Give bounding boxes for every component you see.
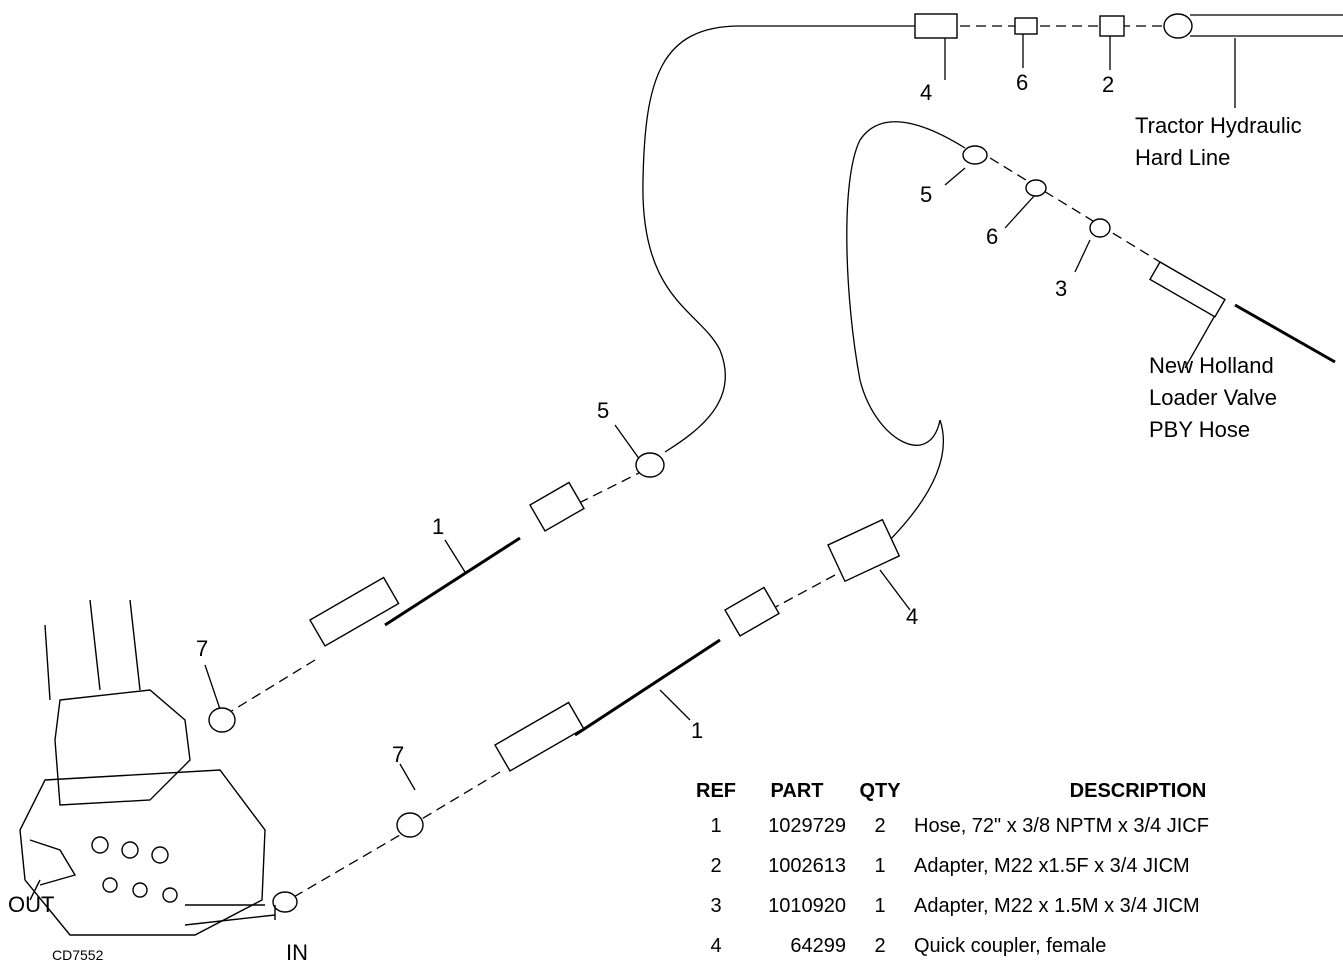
row-part: 1010920 [768,894,846,917]
left-fitting-5 [635,452,665,478]
table-row: 2 1002613 1 Adapter, M22 x1.5F x 3/4 JIC… [690,846,1334,886]
callout-top-2: 2 [1102,72,1115,97]
lower-hose-sleeve [724,586,780,637]
right-routing-line [846,121,966,546]
lower-hose-1 [574,638,721,737]
callout-mid-6: 6 [986,224,999,249]
callout-valve-7-bottom: 7 [392,742,405,767]
label-out-port: OUT [8,892,55,917]
left-hose-sleeve [529,481,585,532]
callout-lower-4: 4 [906,604,919,629]
label-in-port: IN [286,940,308,965]
lower-quick-coupler [827,518,901,583]
drawing-code: CD7552 [52,947,104,963]
row-description: Hose, 72" x 3/8 NPTM x 3/4 JICF [914,814,1209,837]
row-description: Quick coupler, female [914,934,1107,957]
control-valve-block [19,599,276,936]
mid-fitting-5 [962,145,988,165]
mid-adapter-6 [1025,179,1047,197]
callout-mid-3: 3 [1055,276,1068,301]
lower-dashed-line [769,574,836,611]
header-ref: REF [696,779,736,802]
callout-valve-7-top: 7 [196,636,209,661]
left-dashed-lower [229,659,316,713]
label-tractor-line-2: Hard Line [1135,145,1231,170]
row-part: 1002613 [768,854,846,877]
row-ref: 2 [710,854,722,877]
callout-top-4: 4 [920,80,933,105]
callout-left-1: 1 [432,514,445,539]
label-tractor-line-1: Tractor Hydraulic [1135,113,1302,138]
row-description: Adapter, M22 x1.5F x 3/4 JICM [914,854,1190,877]
upper-routing-line [642,25,915,453]
row-ref: 3 [710,894,722,917]
row-description: Adapter, M22 x 1.5M x 3/4 JICM [914,894,1200,917]
lower-dashed-lower [279,771,501,906]
header-qty: QTY [859,779,901,802]
tractor-line-fitting [1163,13,1193,39]
in-port-fitting [272,891,298,913]
parts-table: REF PART QTY DESCRIPTION 1 1029729 2 Hos… [690,776,1334,966]
row-qty: 1 [874,854,886,877]
loader-leader [1184,309,1219,369]
table-row: 4 64299 2 Quick coupler, female [690,926,1334,966]
left-hose-1 [384,536,521,627]
top-adapter-2 [1099,15,1125,37]
label-loader-hose-1: New Holland [1149,353,1274,378]
callout-lower-1: 1 [691,718,704,743]
callout-mid-5: 5 [920,182,933,207]
mid-adapter-3 [1089,218,1111,238]
parts-table-header: REF PART QTY DESCRIPTION [690,776,1334,806]
row-ref: 1 [710,814,722,837]
callout-top-6: 6 [1016,70,1029,95]
header-description: DESCRIPTION [1069,779,1207,802]
label-loader-hose-2: Loader Valve [1149,385,1278,410]
left-valve-fitting-7 [208,707,236,733]
label-loader-hose-3: PBY Hose [1149,417,1251,442]
callout-left-5: 5 [597,398,610,423]
top-quick-coupler [914,13,958,39]
row-qty: 2 [874,814,886,837]
row-qty: 2 [874,934,886,957]
row-part: 1029729 [768,814,846,837]
left-hose-end [309,576,400,647]
row-part: 64299 [790,934,846,957]
top-adapter-6 [1014,17,1038,35]
row-ref: 4 [710,934,722,957]
lower-valve-fitting-7 [396,812,424,838]
left-dashed-line [574,469,646,506]
mid-dashed-line [989,157,1161,263]
lower-hose-end [494,701,585,772]
table-row: 3 1010920 1 Adapter, M22 x 1.5M x 3/4 JI… [690,886,1334,926]
table-row: 1 1029729 2 Hose, 72" x 3/8 NPTM x 3/4 J… [690,806,1334,846]
tractor-hard-line [1190,14,1343,37]
header-part: PART [770,779,824,802]
row-qty: 1 [874,894,886,917]
loader-hose [1234,303,1336,364]
loader-hose-fitting [1149,261,1226,318]
